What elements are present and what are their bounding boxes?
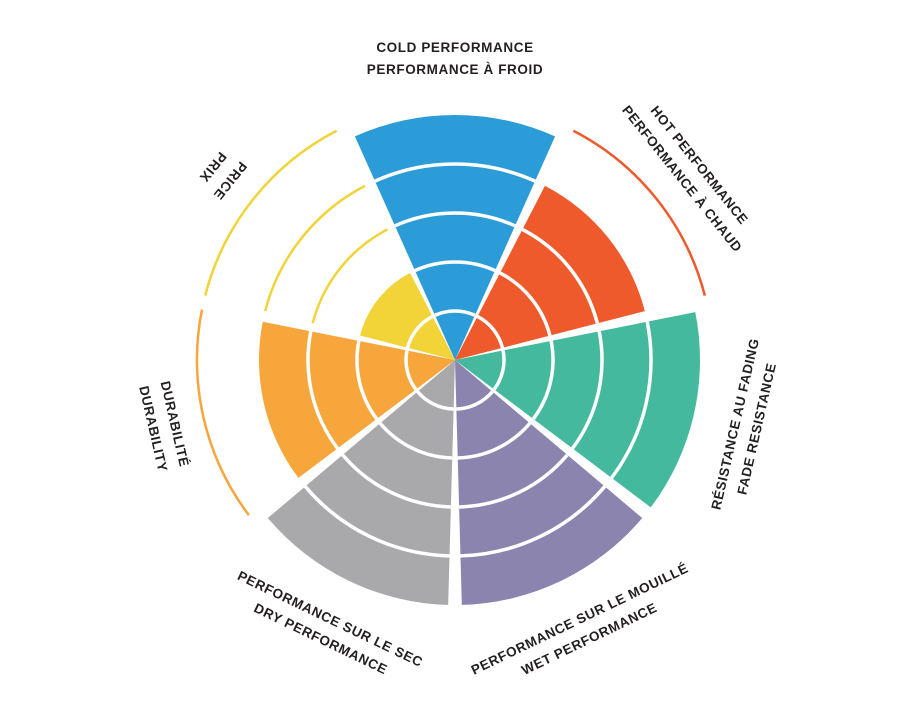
- ring-divider-durability-3: [306, 330, 339, 450]
- ring-divider-wet-performance-2: [457, 422, 532, 460]
- ring-divider-dry-performance-4: [303, 485, 450, 558]
- ring-divider-fade-resistance-3: [571, 330, 604, 450]
- sector-cold-performance: [354, 114, 556, 361]
- ring-divider-durability-1: [404, 350, 418, 391]
- sector-dry-performance: [267, 360, 455, 605]
- sector-price: [360, 272, 455, 360]
- ring-divider-cold-performance-2: [414, 260, 496, 273]
- sector-label-line1: COLD PERFORMANCE: [376, 40, 533, 55]
- sector-wet-performance: [455, 360, 643, 605]
- ring-divider-price-1: [405, 314, 434, 349]
- remaining-ring-arc-hot-performance-5: [572, 129, 707, 296]
- ring-divider-wet-performance-4: [460, 485, 607, 558]
- ring-divider-fade-resistance-1: [492, 350, 506, 391]
- remaining-ring-arc-durability-5: [195, 309, 250, 516]
- ring-divider-dry-performance-2: [378, 422, 453, 460]
- ring-divider-dry-performance-1: [416, 390, 454, 411]
- ring-divider-wet-performance-3: [459, 453, 569, 509]
- ring-divider-cold-performance-3: [394, 211, 516, 228]
- ring-divider-durability-2: [355, 340, 379, 420]
- sector-label-line2: PERFORMANCE À FROID: [367, 62, 543, 77]
- ring-divider-hot-performance-1: [476, 314, 505, 349]
- ring-divider-hot-performance-3: [521, 227, 600, 324]
- remaining-ring-arc-price-5: [203, 129, 338, 296]
- ring-divider-fade-resistance-4: [610, 321, 653, 479]
- remaining-ring-arc-price-4: [263, 184, 366, 312]
- ring-divider-hot-performance-2: [499, 271, 552, 336]
- sector-hot-performance: [455, 185, 645, 360]
- sector-label-cold-performance: COLD PERFORMANCE PERFORMANCE À FROID: [367, 40, 543, 77]
- ring-divider-wet-performance-1: [456, 390, 494, 411]
- ring-divider-dry-performance-3: [341, 453, 451, 509]
- remaining-ring-arc-price-3: [311, 228, 389, 324]
- sector-fade-resistance: [455, 312, 700, 508]
- ring-divider-fade-resistance-2: [531, 340, 555, 420]
- ring-divider-cold-performance-1: [434, 309, 476, 317]
- ring-divider-cold-performance-4: [374, 162, 536, 183]
